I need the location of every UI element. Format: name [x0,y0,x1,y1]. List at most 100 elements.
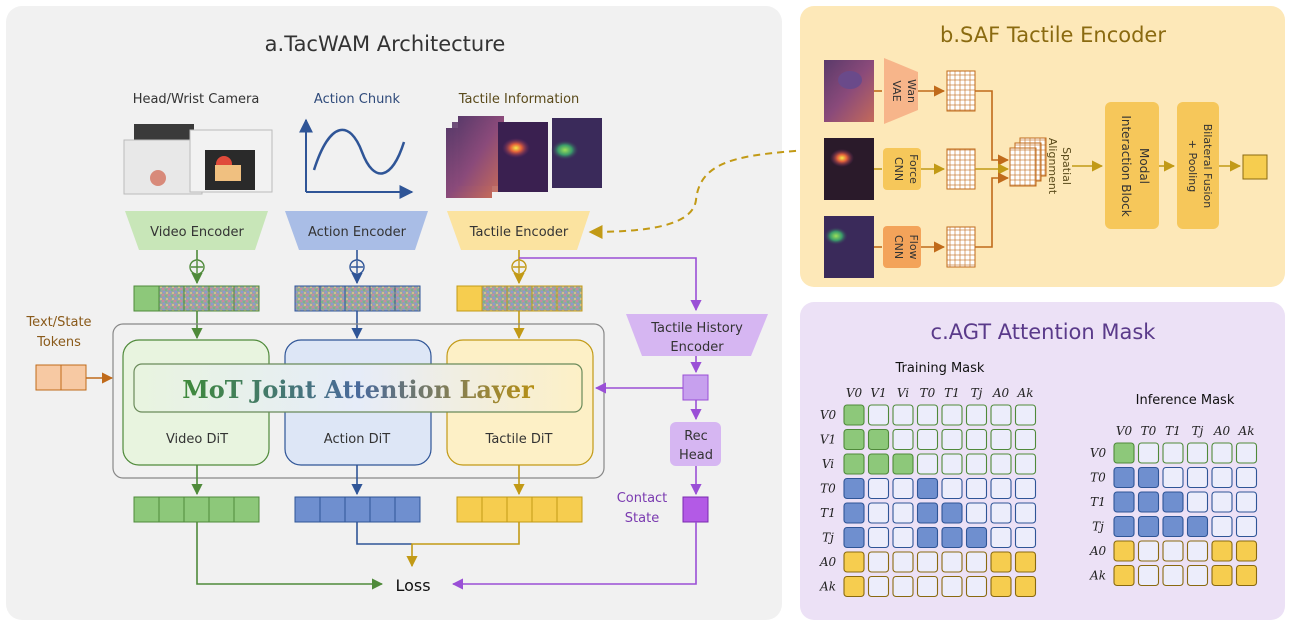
inference-row-label: V0 [1090,446,1107,460]
tactile-encoder-shape [447,211,590,250]
action-chunk-label: Action Chunk [314,92,401,107]
inference-row-label: T0 [1090,471,1106,485]
text-token [60,364,87,391]
mask-cell [843,502,865,524]
mask-cell [1186,515,1209,538]
mask-cell [990,453,1012,475]
saf-link-dashed [588,149,809,239]
training-col-label: T1 [944,386,960,400]
mask-cell [965,477,988,500]
mask-cell [1137,564,1160,587]
mask-cell [1235,442,1258,464]
mask-cell [1162,564,1184,587]
action-dit-label: Action DiT [324,432,390,447]
mask-cell [965,575,988,598]
bilateral-fusion-block [1177,102,1219,229]
inference-mask-grid [1113,442,1258,587]
mask-cell [1014,428,1037,451]
rgb-tactile-image [824,60,874,122]
mask-cell [867,526,890,549]
training-row-label: Tj [822,531,834,545]
inference-col-label: Tj [1192,424,1204,438]
video-encoder-label: Video Encoder [150,225,244,240]
mask-cell [843,575,865,598]
mask-cell [843,477,865,500]
mask-cell [1211,491,1233,513]
mask-cell [941,575,963,598]
mask-cell [1162,540,1184,562]
mask-cell [965,551,988,573]
mask-cell [892,502,914,524]
contact-state-label: Contact [617,491,668,506]
training-row-label: Ak [819,580,836,594]
mask-cell [990,526,1012,549]
mask-cell [892,575,914,598]
mask-cell [1162,442,1184,464]
mask-cell [1113,564,1135,587]
sine-curve-icon [299,118,414,199]
mask-cell [843,428,865,451]
mask-cell [1162,466,1184,489]
training-mask-title: Training Mask [895,361,985,376]
training-col-label: T0 [920,386,936,400]
mask-cell [965,526,988,549]
mask-cell [1162,515,1184,538]
training-col-label: Tj [971,386,983,400]
mot-layer-label: MoT Joint Attention Layer [182,375,534,404]
video-dit-label: Video DiT [166,432,228,447]
mask-cell [867,575,890,598]
mask-cell [1235,515,1258,538]
mask-cell [916,404,939,426]
mask-cell [892,404,914,426]
mask-cell [1211,442,1233,464]
mask-cell [1113,466,1135,489]
mask-cell [843,526,865,549]
mask-cell [1014,502,1037,524]
training-col-label: A0 [992,386,1010,400]
mask-cell [1186,442,1209,464]
bilateral-fusion-label: Bilateral Fusion [1201,124,1214,209]
mask-cell [867,404,890,426]
mask-cell [965,428,988,451]
mask-cell [867,477,890,500]
mask-cell [843,551,865,573]
mask-cell [941,551,963,573]
mask-cell [1211,564,1233,587]
panel-b-title: b.SAF Tactile Encoder [940,23,1166,47]
flow-cnn-label: Flow [907,234,920,259]
tactile-information-label: Tactile Information [458,92,580,107]
tactile-encoder-label: Tactile Encoder [469,225,569,240]
mask-cell [941,502,963,524]
video-output-tokens [133,496,260,523]
mask-cell [1235,491,1258,513]
mask-cell [1014,551,1037,573]
text-state-label: Text/State [25,315,91,330]
mask-cell [990,404,1012,426]
tactile-history-label-2: Encoder [670,340,724,355]
mask-cell [892,526,914,549]
mask-cell [941,453,963,475]
tactile-history-encoder [626,314,768,356]
bilateral-fusion-label-2: + Pooling [1186,140,1199,192]
training-row-label: T1 [820,506,836,520]
mask-cell [1186,491,1209,513]
contact-state-token [682,496,709,523]
action-encoder-shape [285,211,428,250]
mask-cell [941,526,963,549]
modal-interaction-label: Modal [1137,148,1151,184]
mask-cell [1113,540,1135,562]
loss-label: Loss [395,576,430,595]
flow-tactile-image [824,216,874,278]
tactile-images [446,116,602,198]
training-row-label: Vi [822,457,834,471]
panel-c-title: c.AGT Attention Mask [931,320,1157,344]
mask-cell [867,453,890,475]
training-col-label: V0 [846,386,863,400]
rec-head-label: Rec [684,429,708,444]
mask-cell [990,502,1012,524]
flow-cnn-label-2: CNN [892,235,905,259]
inference-col-label: V0 [1116,424,1133,438]
